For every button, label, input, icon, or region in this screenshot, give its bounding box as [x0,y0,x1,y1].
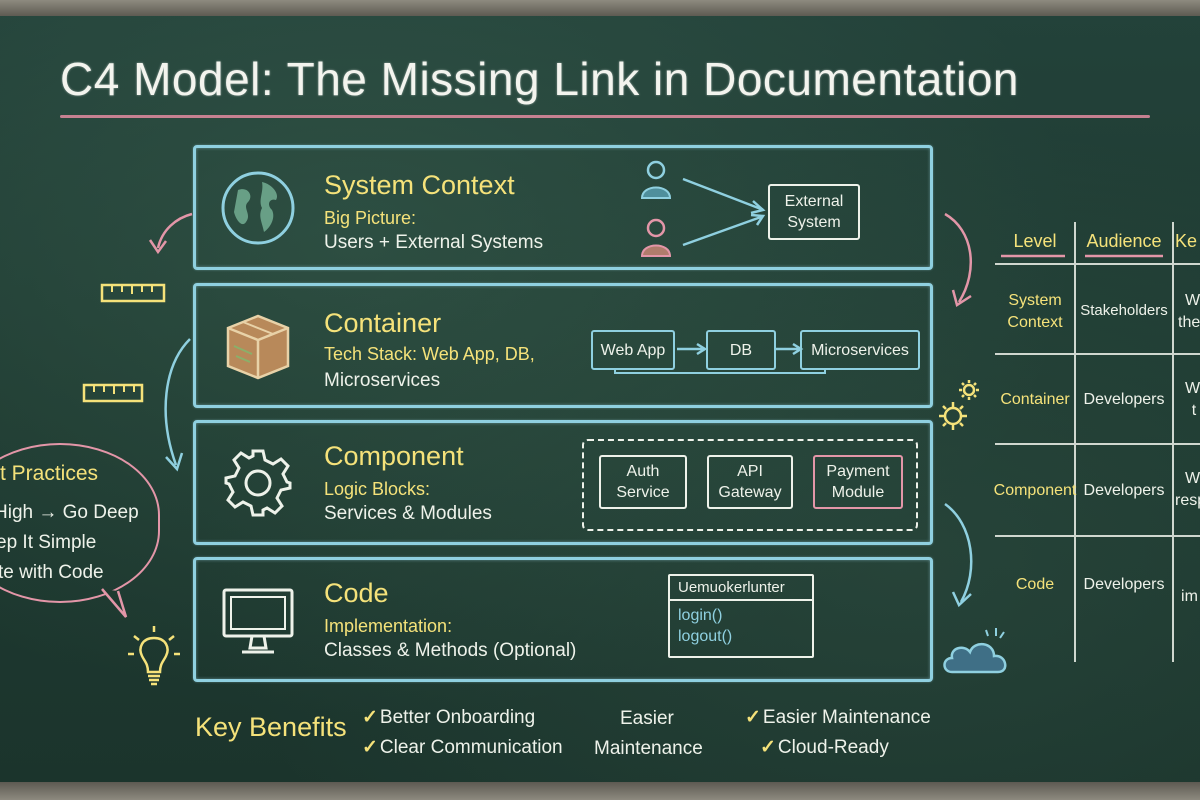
table-header-audience: Audience [1086,231,1162,251]
curved-arrow-icon [944,502,973,608]
curved-arrow-icon [944,212,972,307]
ruler-icon [82,383,144,403]
level-subtitle: Implementation: [324,616,453,636]
gears-icon [939,380,979,430]
benefit-item: ✓Easier Maintenance [745,707,931,728]
benefit-middle-line1: Easier [620,708,674,729]
monitor-icon [222,588,294,654]
check-icon: ✓ [760,737,776,758]
external-system-box: External System [768,184,860,240]
table-cell-audience: Developers [1083,391,1165,408]
level-title: Component [324,441,464,471]
best-practice-item: High → Go Deep [0,502,139,523]
table-cell-key: t [1191,402,1197,419]
globe-icon [221,171,295,245]
lightbulb-icon [128,626,180,686]
key-benefits-title: Key Benefits [195,712,347,742]
table-header-key: Ke [1175,231,1198,251]
package-box-icon [226,314,290,380]
best-practices-title: t Practices [0,462,99,485]
level-subtitle: Tech Stack: Web App, DB, [324,344,535,364]
level-component: Component Logic Blocks: Services & Modul… [193,420,933,545]
level-subtitle: Big Picture: [324,208,417,228]
table-cell-level: Container [1000,391,1070,408]
benefit-item: ✓Cloud-Ready [760,737,889,758]
component-boundary [582,439,918,531]
level-title: System Context [324,170,515,200]
component-box: API Gateway [707,455,793,509]
table-cell-key: the [1178,314,1200,331]
benefit-middle-line2: Maintenance [594,738,703,759]
level-description: Services & Modules [324,503,492,524]
table-cell-key: W [1185,380,1200,397]
class-method: logout() [678,628,733,645]
class-name: Uemuokerlunter [670,576,812,601]
class-diagram-box: Uemuokerlunter login() logout() [668,574,814,658]
component-box: Payment Module [813,455,903,509]
class-method: login() [678,607,723,624]
curved-arrow-icon [148,212,193,255]
board-frame-bottom [0,782,1200,800]
gear-icon [224,449,292,517]
container-box: DB [706,330,776,370]
level-audience-table: Level Audience Ke System Context Stakeho… [994,222,1200,662]
container-box: Microservices [800,330,920,370]
table-cell-key: W [1185,470,1200,487]
title-underline [60,115,1150,118]
table-grid [995,222,1200,662]
level-description: Users + External Systems [324,232,544,253]
ruler-icon [100,283,166,303]
cloud-icon [943,628,1007,674]
table-cell-level: System [1008,292,1062,309]
level-system-context: System Context Big Picture: Users + Exte… [193,145,933,270]
benefit-item: ✓Clear Communication [362,737,563,758]
bubble-tail [101,588,128,618]
board-frame-top [0,0,1200,16]
check-icon: ✓ [745,707,761,728]
check-icon: ✓ [362,737,378,758]
component-box: Auth Service [599,455,687,509]
level-code: Code Implementation: Classes & Methods (… [193,557,933,682]
level-description: Classes & Methods (Optional) [324,640,577,661]
table-cell-key: im [1181,588,1198,605]
container-box: Web App [591,330,675,370]
page-title: C4 Model: The Missing Link in Documentat… [60,53,1019,105]
level-description: Microservices [324,370,441,391]
check-icon: ✓ [362,707,378,728]
user-icon [640,160,672,199]
user-icon [640,218,672,257]
table-cell-audience: Developers [1083,576,1165,593]
table-cell-audience: Stakeholders [1080,302,1168,319]
level-title: Code [324,578,389,608]
best-practice-item: te with Code [0,562,104,583]
table-cell-key: resp [1175,492,1200,509]
curved-arrow-icon [164,338,191,472]
table-cell-audience: Developers [1083,482,1165,499]
table-cell-key: W [1185,292,1200,309]
table-cell-level: Component [993,482,1077,499]
level-title: Container [324,308,442,338]
table-cell-level: Code [1015,576,1055,593]
table-cell-level: Context [1007,314,1063,331]
best-practice-item: ep It Simple [0,532,97,553]
benefit-item: ✓Better Onboarding [362,707,536,728]
table-header-level: Level [1013,231,1057,251]
level-container: Container Tech Stack: Web App, DB, Micro… [193,283,933,408]
arrow-icon [682,177,766,247]
arrow-icon [614,342,826,374]
level-subtitle: Logic Blocks: [324,479,431,499]
